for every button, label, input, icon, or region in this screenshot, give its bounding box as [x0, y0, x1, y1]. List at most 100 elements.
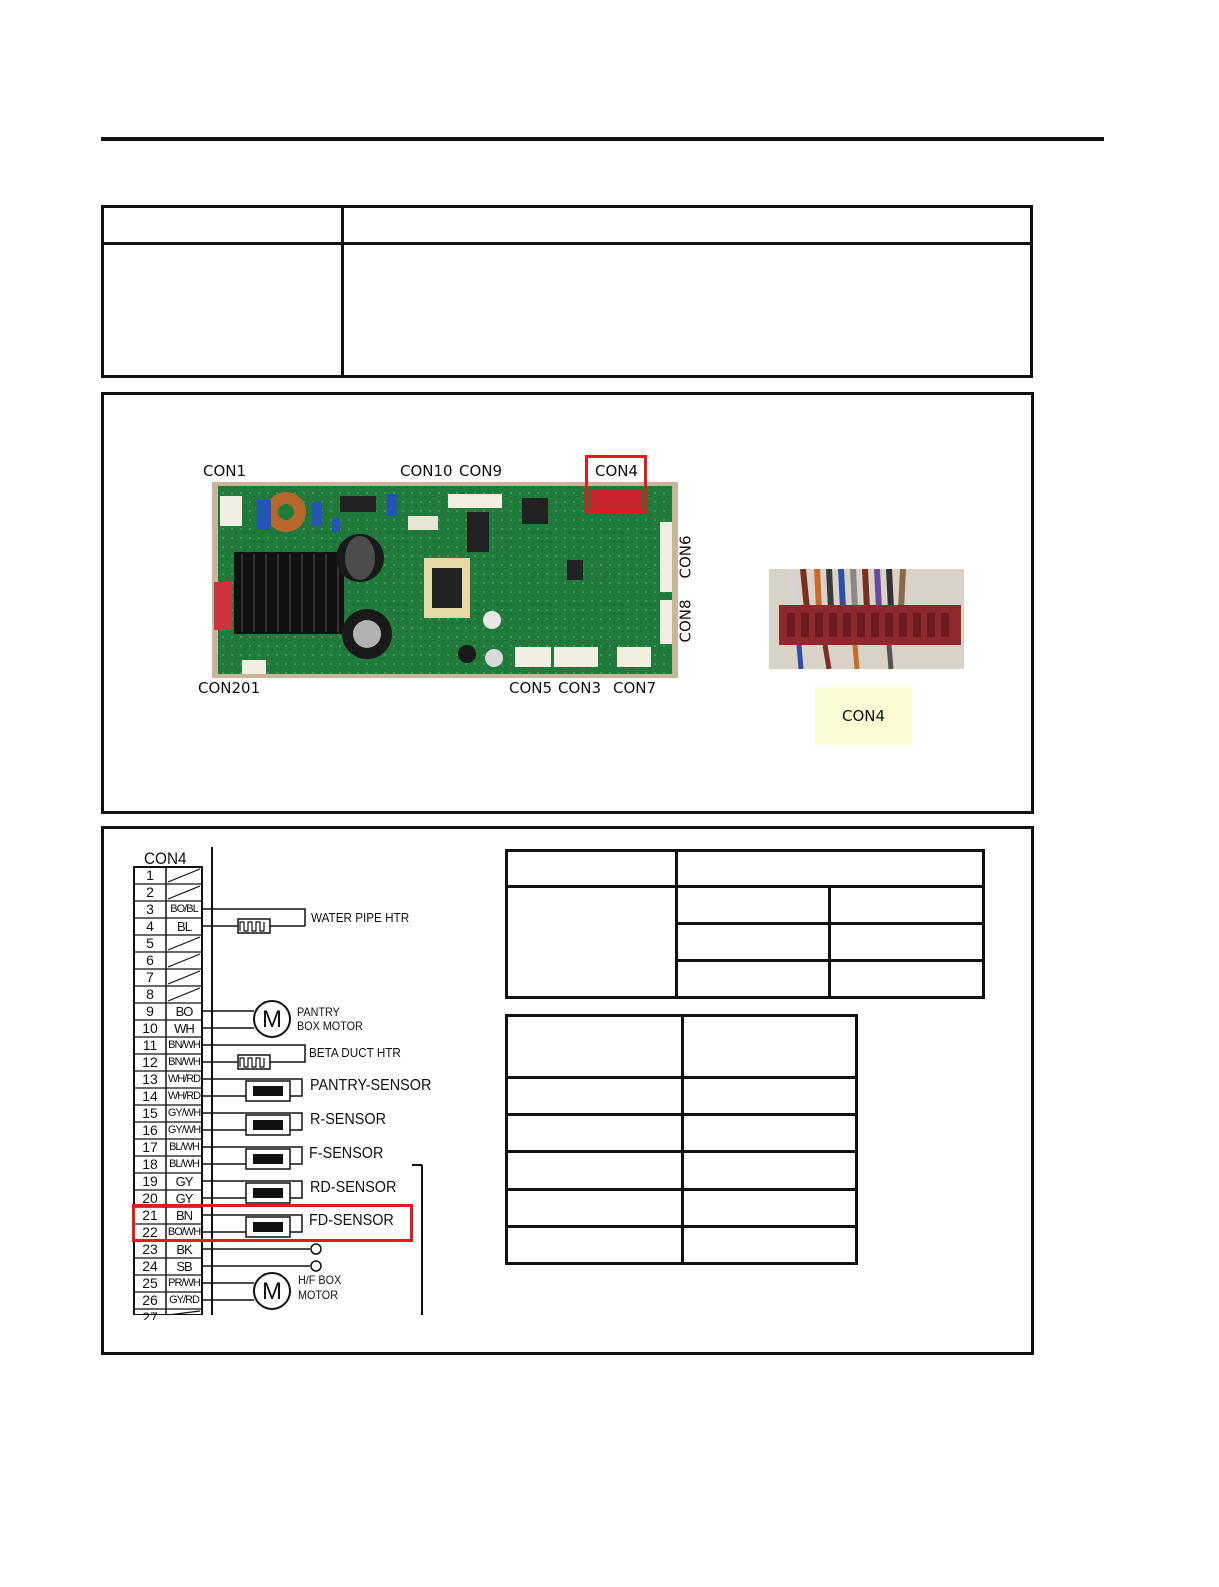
- pin-number: 22: [142, 1224, 158, 1240]
- label-pantry-motor-2: BOX MOTOR: [297, 1019, 363, 1033]
- hf-motor-symbol: M: [262, 1278, 282, 1305]
- spec2-cell: [505, 1224, 684, 1266]
- spec2-cell: [681, 1187, 858, 1228]
- spec1-cell: [828, 885, 985, 925]
- spec1-header-cell-1: [505, 849, 678, 888]
- spec2-cell: [505, 1187, 684, 1228]
- label-rd-sensor: RD-SENSOR: [310, 1179, 397, 1196]
- pin-number: 6: [146, 952, 154, 968]
- pin-number: 12: [142, 1054, 158, 1070]
- wire-color: BN: [175, 1208, 193, 1223]
- spec1-label-cell: [505, 885, 678, 999]
- pin-number: 5: [146, 935, 154, 951]
- spec1-cell: [675, 922, 831, 962]
- label-r-sensor: R-SENSOR: [310, 1111, 387, 1128]
- pin-number: 24: [142, 1258, 158, 1274]
- label-con201: CON201: [198, 679, 261, 697]
- pin-number: 26: [142, 1292, 158, 1308]
- pcb-board-image: [212, 482, 678, 678]
- wire-color: BO/BL: [170, 903, 198, 915]
- schematic-title: CON4: [144, 849, 187, 868]
- spec2-header-cell-2: [681, 1014, 858, 1079]
- wire-color: BL/WH: [169, 1158, 200, 1170]
- info-table: [101, 205, 1033, 378]
- spec2-cell: [505, 1113, 684, 1154]
- pantry-motor-symbol: M: [262, 1006, 282, 1033]
- pin-number: 25: [142, 1275, 158, 1291]
- fd-sensor-highlight-box: [132, 1204, 413, 1242]
- pin-number: 9: [146, 1003, 154, 1019]
- pin-number: 4: [146, 918, 154, 934]
- spec2-header-cell-1: [505, 1014, 684, 1079]
- label-con7: CON7: [613, 679, 657, 697]
- label-fd-sensor: FD-SENSOR: [309, 1212, 394, 1229]
- info-header-cell-1: [101, 205, 344, 245]
- label-beta-duct-htr: BETA DUCT HTR: [309, 1045, 401, 1060]
- label-f-sensor: F-SENSOR: [309, 1145, 384, 1162]
- spec1-header-cell-2: [675, 849, 985, 888]
- photo-panel: [101, 392, 1034, 814]
- spec-table-2: [505, 1014, 858, 1266]
- spec2-cell: [505, 1150, 684, 1191]
- wire-color: GY: [175, 1174, 194, 1189]
- pin-number: 27: [142, 1310, 158, 1320]
- pin-number: 1: [146, 867, 154, 883]
- con4-caption: CON4: [815, 687, 912, 745]
- wire-color: PR/WH: [168, 1277, 201, 1289]
- spec1-cell: [675, 959, 831, 999]
- wire-color: BO/WH: [167, 1226, 201, 1238]
- label-con1: CON1: [203, 462, 247, 480]
- pin-number: 17: [142, 1139, 158, 1155]
- pin-number: 14: [142, 1088, 158, 1104]
- pin-number: 11: [142, 1037, 158, 1053]
- wiring-panel: [101, 826, 1034, 1355]
- con4-connector-image: [769, 569, 964, 669]
- spec1-cell: [828, 959, 985, 999]
- label-hf-motor-2: MOTOR: [298, 1288, 339, 1302]
- wire-color: BL: [177, 919, 192, 934]
- info-body-cell-2: [341, 242, 1033, 378]
- spec2-cell: [681, 1075, 858, 1117]
- pin-number: 19: [142, 1173, 158, 1189]
- wire-color: BN/WH: [168, 1039, 201, 1051]
- label-water-pipe-htr: WATER PIPE HTR: [311, 910, 410, 925]
- pin-number: 8: [146, 986, 154, 1002]
- wire-color: GY/WH: [167, 1107, 201, 1119]
- wire-color: GY/RD: [169, 1294, 200, 1306]
- wire-color: WH: [174, 1021, 195, 1036]
- pin-number: 16: [142, 1122, 158, 1138]
- spec2-cell: [505, 1075, 684, 1117]
- spec2-cell: [681, 1150, 858, 1191]
- label-pantry-sensor: PANTRY-SENSOR: [310, 1077, 432, 1094]
- pin-number: 21: [142, 1207, 158, 1223]
- wire-color: WH/RD: [167, 1090, 201, 1102]
- pin-number: 20: [142, 1190, 158, 1206]
- label-hf-motor-1: H/F BOX: [298, 1273, 342, 1287]
- info-body-cell-1: [101, 242, 344, 378]
- con4-caption-text: CON4: [841, 707, 886, 725]
- label-pantry-motor-1: PANTRY: [297, 1005, 340, 1019]
- pin-number: 13: [142, 1071, 158, 1087]
- wire-color: GY/WH: [167, 1124, 201, 1136]
- spec2-cell: [681, 1224, 858, 1266]
- wire-color: SB: [176, 1259, 192, 1274]
- info-header-cell-2: [341, 205, 1033, 245]
- spec1-cell: [675, 885, 831, 925]
- spec2-cell: [681, 1113, 858, 1154]
- label-con8: CON8: [676, 599, 695, 643]
- wire-color: BK: [176, 1242, 192, 1257]
- pin-number: 10: [142, 1020, 158, 1036]
- pin-number: 7: [146, 969, 154, 985]
- wire-color: BO: [175, 1004, 194, 1019]
- pin-number: 18: [142, 1156, 158, 1172]
- pin-number: 3: [146, 901, 154, 917]
- wire-color: BL/WH: [169, 1141, 200, 1153]
- label-con5: CON5: [509, 679, 553, 697]
- label-con3: CON3: [558, 679, 602, 697]
- con4-schematic: [133, 847, 423, 1315]
- wire-color: BN/WH: [168, 1056, 201, 1068]
- pin-number: 2: [146, 884, 154, 900]
- label-con6: CON6: [676, 535, 695, 579]
- header-rule: [101, 137, 1104, 141]
- label-con10: CON10: [400, 462, 453, 480]
